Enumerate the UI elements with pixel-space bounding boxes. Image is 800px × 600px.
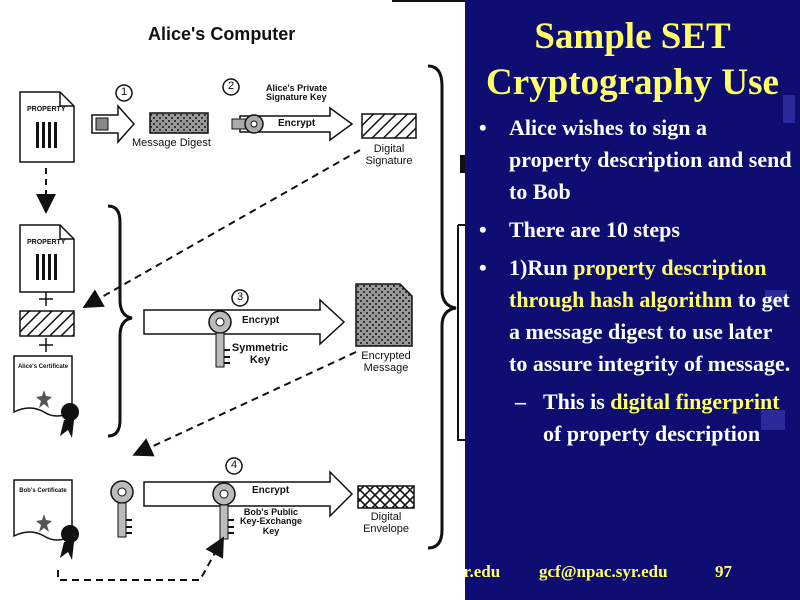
alice-private-key-label: Alice's Private Signature Key bbox=[266, 83, 328, 103]
digest-chip-icon bbox=[95, 117, 109, 131]
key-icon bbox=[208, 310, 232, 368]
footer-email: gcf@npac.syr.edu bbox=[539, 562, 668, 581]
document-icon bbox=[355, 283, 413, 347]
diagram-title: Alice's Computer bbox=[148, 24, 296, 44]
symmetric-key-label: Symmetric Key bbox=[231, 342, 289, 366]
bullet-text: 1)Run property description through hash … bbox=[509, 255, 791, 376]
diagram-graphics bbox=[13, 0, 465, 581]
dashed-arrow-up bbox=[57, 536, 224, 581]
digital-signature-block bbox=[361, 113, 417, 139]
decoration-mark bbox=[761, 410, 785, 430]
document-label: PROPERTY bbox=[27, 239, 66, 246]
document-icon bbox=[19, 91, 75, 163]
digital-envelope-block bbox=[357, 485, 415, 509]
bullet-item: •Alice wishes to sign a property descrip… bbox=[479, 115, 792, 204]
step-1-label: 1 bbox=[120, 86, 128, 98]
slide-text-panel: Sample SET Cryptography Use •Alice wishe… bbox=[465, 0, 800, 600]
key-icon bbox=[231, 114, 264, 134]
plus-icon bbox=[39, 292, 53, 306]
bullet-item: •There are 10 steps bbox=[479, 217, 680, 242]
bullet-item: •1)Run property description through hash… bbox=[479, 255, 791, 376]
dashed-arrow-left bbox=[132, 351, 357, 457]
step-1-marker bbox=[115, 84, 133, 102]
set-diagram: Alice's Computer PROPERTY PROPERTY 1 2 3… bbox=[13, 0, 465, 581]
encrypt-arrow bbox=[143, 470, 354, 518]
message-digest-label: Message Digest bbox=[132, 137, 211, 149]
footer-left-text: yr.edu bbox=[465, 562, 501, 581]
step-4-marker bbox=[225, 457, 243, 475]
signature-block-icon bbox=[19, 310, 75, 337]
encrypted-message-label: Encrypted Message bbox=[361, 350, 411, 374]
sub-bullet-text: This is digital fingerprint of property … bbox=[543, 389, 780, 446]
bob-certificate-label: Bob's Certificate bbox=[19, 488, 67, 494]
document-label: PROPERTY bbox=[27, 106, 66, 113]
encrypt-label: Encrypt bbox=[278, 118, 316, 129]
certificate-icon bbox=[13, 479, 79, 560]
digital-envelope-label: Digital Envelope bbox=[363, 511, 409, 535]
step-3-marker bbox=[231, 289, 249, 307]
dashed-arrow-left bbox=[82, 149, 361, 308]
key-icon bbox=[212, 482, 236, 540]
decoration-mark bbox=[765, 290, 787, 304]
slide-title-line1: Sample SET bbox=[534, 16, 731, 57]
digital-signature-label: Digital Signature bbox=[365, 143, 413, 167]
step-2-marker bbox=[222, 78, 240, 96]
encrypt-label: Encrypt bbox=[252, 485, 290, 496]
bob-public-key-label: Bob's Public Key-Exchange Key bbox=[239, 507, 303, 536]
step-4-label: 4 bbox=[230, 459, 238, 471]
step-3-label: 3 bbox=[236, 291, 244, 303]
page-number: 97 bbox=[715, 562, 732, 581]
message-digest-block bbox=[149, 112, 209, 134]
decoration-mark bbox=[783, 95, 795, 123]
slide-title-line2: Cryptography Use bbox=[486, 62, 779, 103]
alice-certificate-label: Alice's Certificate bbox=[17, 364, 69, 370]
key-icon bbox=[110, 480, 134, 538]
bullet-text: There are 10 steps bbox=[509, 217, 680, 242]
sub-bullet-item: –This is digital fingerprint of property… bbox=[515, 389, 780, 446]
encrypt-label: Encrypt bbox=[242, 315, 280, 326]
slide-title: Sample SET Cryptography Use bbox=[465, 14, 800, 106]
document-icon bbox=[19, 224, 75, 293]
encrypt-arrow bbox=[143, 298, 346, 346]
brace-icon bbox=[107, 204, 133, 438]
frame-line bbox=[457, 224, 465, 441]
certificate-icon bbox=[13, 355, 79, 438]
frame-mark bbox=[460, 155, 465, 173]
bullet-text: Alice wishes to sign a property descript… bbox=[509, 115, 792, 204]
arrow-icon bbox=[91, 104, 136, 144]
bullet-list: •Alice wishes to sign a property descrip… bbox=[477, 112, 795, 450]
brace-icon bbox=[427, 64, 457, 550]
step-2-label: 2 bbox=[227, 80, 235, 92]
plus-icon bbox=[39, 338, 53, 352]
